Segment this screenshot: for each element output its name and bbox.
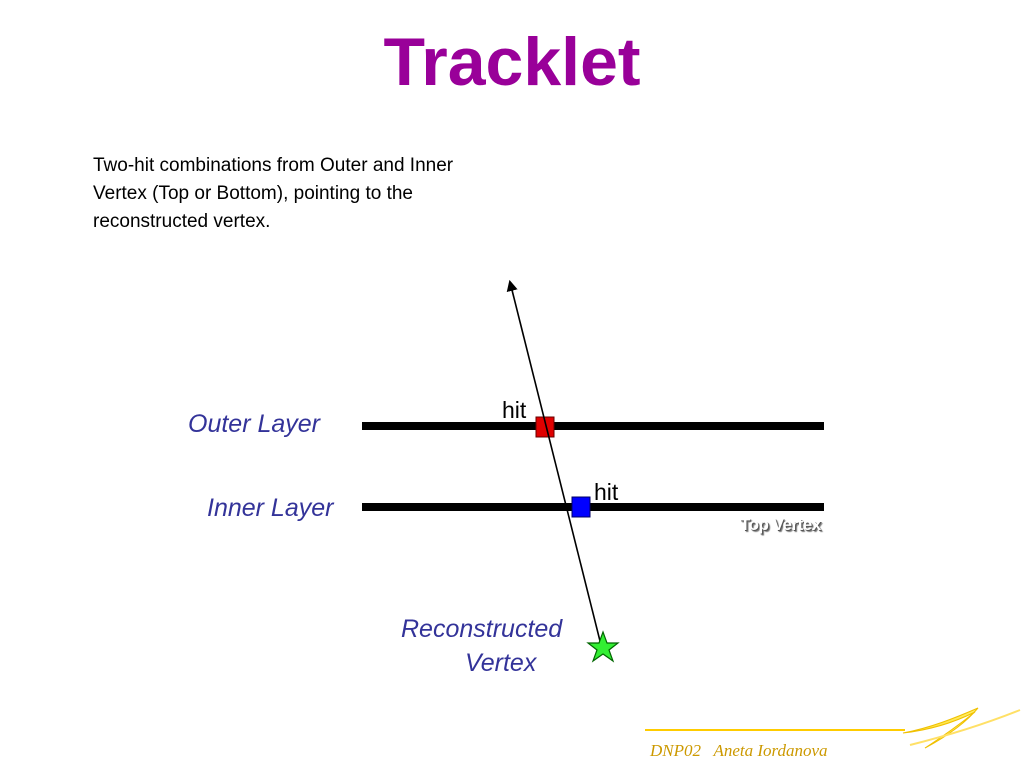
description-text: Two-hit combinations from Outer and Inne… — [93, 152, 553, 236]
vertex-label-line2: Vertex — [465, 649, 537, 677]
outer-hit-label: hit — [502, 397, 527, 423]
description-line: Two-hit combinations from Outer and Inne… — [93, 155, 454, 176]
description-line: reconstructed vertex. — [93, 211, 271, 232]
track-line — [506, 279, 602, 646]
inner-hit-label: hit — [594, 479, 619, 505]
description-line: Vertex (Top or Bottom), pointing to the — [93, 183, 414, 204]
inner-hit-marker — [571, 496, 591, 518]
vertex-star-icon — [586, 630, 620, 663]
outer-layer-label: Outer Layer — [188, 410, 321, 438]
footer-swoosh-tail-icon — [909, 709, 1021, 746]
page-title: Tracklet — [383, 24, 641, 100]
top-vertex-label: Top Vertex — [740, 515, 821, 534]
vertex-label-line1: Reconstructed — [401, 615, 563, 643]
inner-layer-label: Inner Layer — [207, 494, 334, 522]
footer-swoosh-icon — [902, 707, 979, 749]
footer-text: DNP02 Aneta Iordanova — [650, 741, 828, 760]
outer-hit-marker — [535, 416, 555, 438]
